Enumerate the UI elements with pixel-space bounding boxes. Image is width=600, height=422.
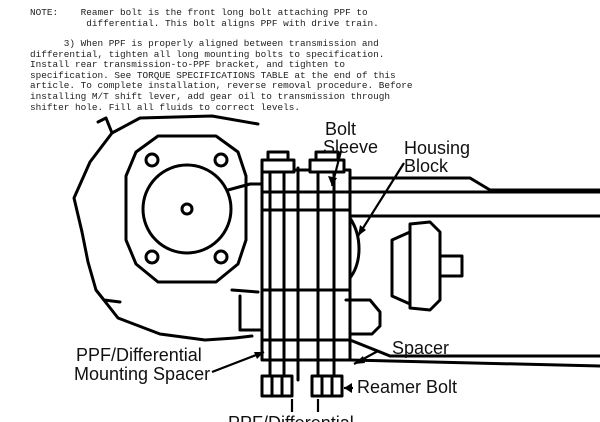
label-housing: Housing [404, 138, 471, 158]
step-line-1: 3) When PPF is properly aligned between … [30, 38, 379, 49]
label-ppf-differential: PPF/Differential [76, 345, 202, 365]
label-bottom-partial: PPF/Differential [228, 414, 354, 422]
note-label: NOTE: [30, 7, 59, 18]
note-line-1: Reamer bolt is the front long bolt attac… [80, 7, 368, 18]
step-line-4: specification. See TORQUE SPECIFICATIONS… [30, 69, 396, 81]
step-line-6: installing M/T shift lever, add gear oil… [30, 90, 391, 102]
note-paragraph: NOTE: Reamer bolt is the front long bolt… [30, 7, 379, 29]
step-line-2: differential, tighten all long mounting … [30, 48, 385, 60]
step-line-3: Install rear transmission-to-PPF bracket… [30, 59, 346, 71]
label-block: Block [404, 156, 449, 176]
label-spacer: Spacer [392, 338, 450, 358]
note-line-2: differential. This bolt aligns PPF with … [86, 17, 379, 29]
label-reamer-bolt: Reamer Bolt [357, 377, 458, 397]
step-3-paragraph: 3) When PPF is properly aligned between … [30, 38, 413, 113]
step-line-7: shifter hole. Fill all fluids to correct… [30, 101, 301, 113]
label-sleeve: Sleeve [323, 137, 379, 157]
label-mounting-spacer: Mounting Spacer [74, 364, 211, 384]
label-bolt: Bolt [325, 119, 357, 139]
step-line-5: article. To complete installation, rever… [30, 80, 413, 92]
